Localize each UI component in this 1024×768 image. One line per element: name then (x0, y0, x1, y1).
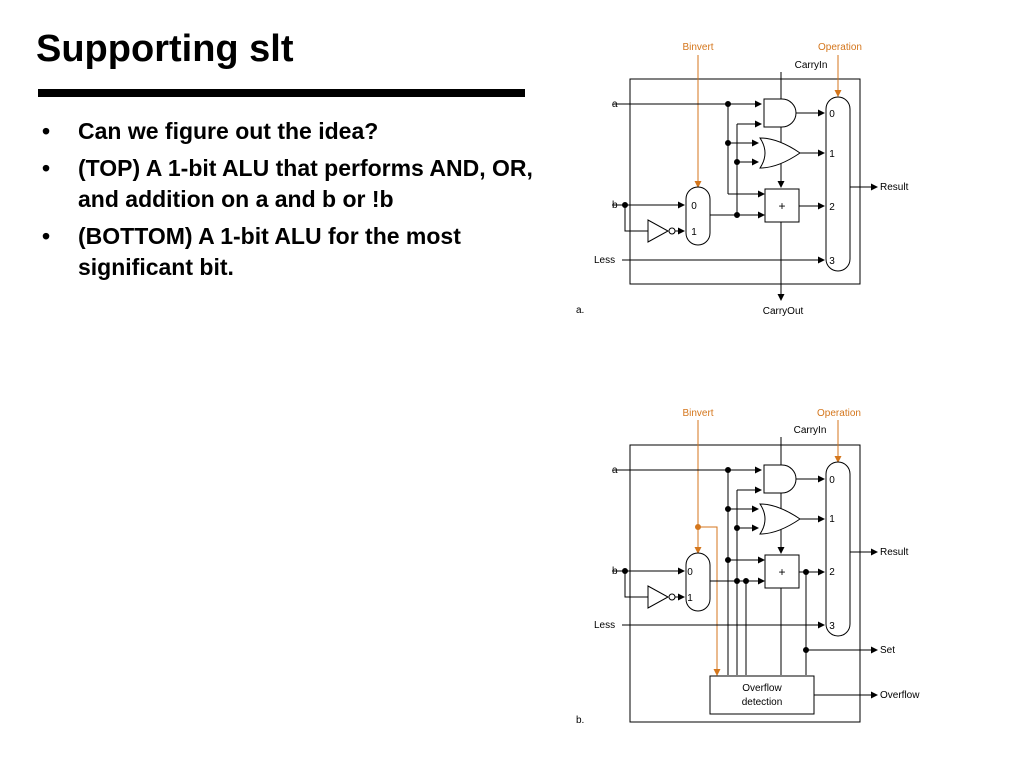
alu-1bit-msb (612, 420, 878, 723)
inverter (647, 219, 670, 243)
caption-b: b. (576, 715, 584, 726)
bullet-list: • Can we figure out the idea? • (TOP) A … (36, 116, 546, 289)
result-mux-input-3: 3 (829, 621, 835, 632)
inverter-bubble (668, 227, 676, 235)
junction (725, 467, 731, 473)
binvert-to-overflow (698, 526, 721, 676)
carryin-label: CarryIn (794, 425, 827, 436)
operation-label: Operation (817, 408, 861, 419)
overflow-detection-box (709, 675, 815, 715)
a-label: a (612, 99, 618, 110)
b-mux-input-0: 0 (687, 567, 693, 578)
bottom-labels: Binvert Operation CarryIn a b Less 0 1 0… (576, 408, 920, 726)
and-gate (763, 98, 797, 128)
junction (734, 525, 740, 531)
b-mux-input-1: 1 (687, 593, 693, 604)
result-mux-input-3: 3 (829, 256, 835, 267)
bullet-item: • (TOP) A 1-bit ALU that performs AND, O… (36, 153, 546, 215)
bullet-text: (TOP) A 1-bit ALU that performs AND, OR,… (78, 155, 533, 212)
carryout-label: CarryOut (763, 306, 804, 317)
b-to-inverter (624, 205, 648, 232)
junction (803, 647, 809, 653)
result-mux (825, 96, 851, 272)
or-gate (759, 503, 801, 535)
bullet-glyph: • (42, 155, 51, 181)
junction (734, 578, 740, 584)
a-label: a (612, 465, 618, 476)
result-mux-input-2: 2 (829, 202, 835, 213)
bullet-text: Can we figure out the idea? (78, 118, 379, 144)
alu-1bit-top (612, 55, 878, 301)
junction (725, 557, 731, 563)
carryin-label: CarryIn (795, 60, 828, 71)
overflow-label: Overflow (880, 690, 920, 701)
or-gate (759, 137, 801, 169)
less-label: Less (594, 620, 615, 631)
result-mux (825, 461, 851, 637)
result-label: Result (880, 547, 909, 558)
adder-label: + (778, 199, 785, 213)
top-labels: Binvert Operation CarryIn a b Less 0 1 0… (576, 42, 909, 317)
bullet-glyph: • (42, 223, 51, 249)
overflow-box-line-2: detection (742, 697, 783, 708)
b-label: b (612, 200, 618, 211)
b-mux-input-1: 1 (691, 227, 697, 238)
junction (725, 101, 731, 107)
binvert-label: Binvert (682, 408, 713, 419)
binvert-label: Binvert (682, 42, 713, 53)
junction (734, 159, 740, 165)
result-label: Result (880, 182, 909, 193)
slide-title: Supporting slt (36, 28, 294, 70)
inverter-bubble (668, 593, 676, 601)
result-mux-input-0: 0 (829, 475, 835, 486)
junction (695, 524, 701, 530)
overflow-box-line-1: Overflow (742, 683, 782, 694)
result-mux-input-2: 2 (829, 567, 835, 578)
alu-frame (629, 78, 861, 285)
bullet-glyph: • (42, 118, 51, 144)
result-mux-input-1: 1 (829, 149, 835, 160)
and-gate (763, 464, 797, 494)
bullet-item: • (BOTTOM) A 1-bit ALU for the most sign… (36, 221, 546, 283)
less-label: Less (594, 255, 615, 266)
result-mux-input-1: 1 (829, 514, 835, 525)
junction (734, 212, 740, 218)
junction (725, 506, 731, 512)
bullet-item: • Can we figure out the idea? (36, 116, 546, 147)
inverter (647, 585, 670, 609)
bullet-text: (BOTTOM) A 1-bit ALU for the most signif… (78, 223, 461, 280)
b-mux (685, 552, 711, 612)
b-mux-input-0: 0 (691, 201, 697, 212)
b-to-inverter (624, 571, 648, 598)
set-label: Set (880, 645, 895, 656)
caption-a: a. (576, 305, 584, 316)
title-underline (38, 89, 525, 97)
alu-frame (629, 444, 861, 723)
junction (803, 569, 809, 575)
result-mux-input-0: 0 (829, 109, 835, 120)
operation-label: Operation (818, 42, 862, 53)
adder-label: + (778, 565, 785, 579)
junction (725, 140, 731, 146)
b-label: b (612, 566, 618, 577)
b-mux (685, 186, 711, 246)
